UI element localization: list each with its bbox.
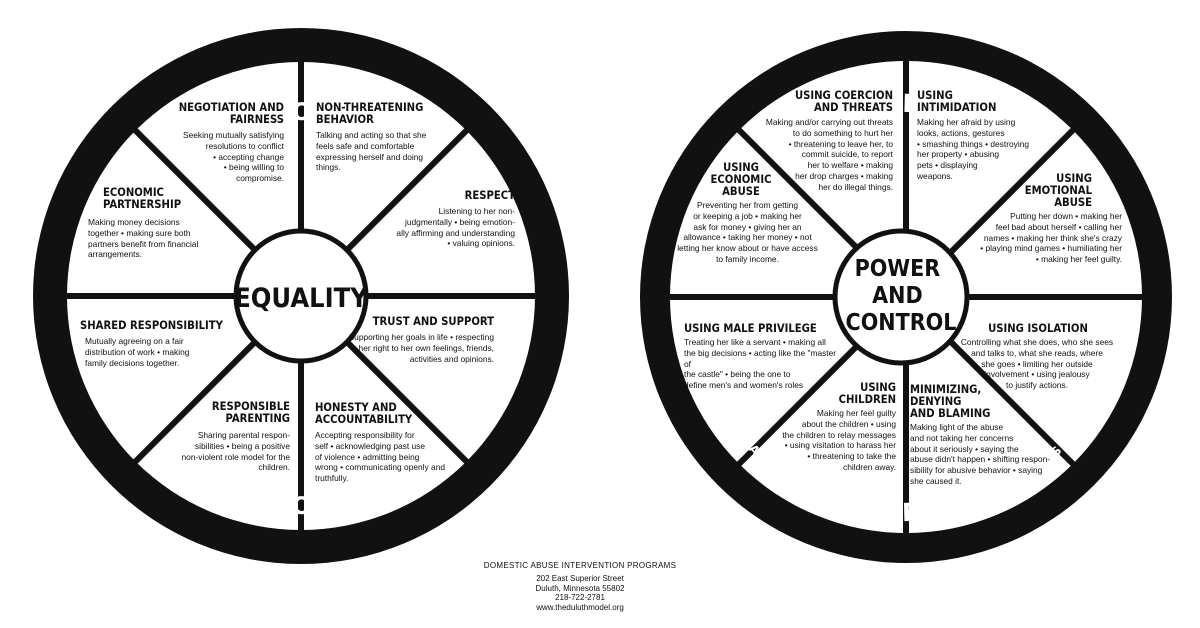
footer-website-link[interactable]: www.theduluthmodel.org bbox=[536, 602, 624, 612]
segment-body-economic-partnership: Making money decisions together • making… bbox=[88, 217, 199, 260]
segment-title-using-male-privilege: USING MALE PRIVILEGE bbox=[684, 322, 817, 335]
segment-body-minimizing-denying-blaming: Making light of the abuse and not taking… bbox=[910, 422, 1051, 486]
power-control-center-label: POWER AND CONTROL bbox=[846, 256, 957, 336]
footer-contact: DOMESTIC ABUSE INTERVENTION PROGRAMS 202… bbox=[400, 561, 760, 612]
footer-org-name: DOMESTIC ABUSE INTERVENTION PROGRAMS bbox=[483, 561, 677, 570]
segment-title-respect: RESPECT bbox=[464, 189, 515, 202]
segment-body-respect: Listening to her non- judgmentally • bei… bbox=[396, 206, 515, 249]
segment-body-using-isolation: Controlling what she does, who she sees … bbox=[960, 337, 1114, 391]
equality-hub bbox=[233, 228, 369, 364]
footer-address-city: Duluth, Minnesota 55802 bbox=[535, 583, 625, 593]
segment-title-using-coercion-threats: USING COERCION AND THREATS bbox=[794, 89, 893, 114]
segment-title-minimizing-denying-blaming: MINIMIZING, DENYING AND BLAMING bbox=[910, 383, 991, 420]
segment-title-using-emotional-abuse: USING EMOTIONAL ABUSE bbox=[1024, 172, 1092, 209]
footer-phone: 218-722-2781 bbox=[555, 593, 605, 602]
segment-body-using-children: Making her feel guilty about the childre… bbox=[782, 408, 896, 472]
segment-title-trust-support: TRUST AND SUPPORT bbox=[372, 315, 494, 328]
segment-title-negotiation-fairness: NEGOTIATION AND FAIRNESS bbox=[178, 101, 284, 126]
power-control-hub bbox=[832, 228, 970, 366]
segment-body-using-intimidation: Making her afraid by using looks, action… bbox=[917, 117, 1030, 181]
segment-title-using-isolation: USING ISOLATION bbox=[988, 322, 1088, 335]
segment-body-responsible-parenting: Sharing parental respon- sibilities • be… bbox=[181, 430, 290, 473]
footer-address-street: 202 East Superior Street bbox=[536, 574, 624, 583]
equality-center-label: EQUALITY bbox=[234, 283, 368, 314]
segment-title-economic-partnership: ECONOMIC PARTNERSHIP bbox=[103, 186, 182, 211]
segment-title-non-threatening-behavior: NON-THREATENING BEHAVIOR bbox=[316, 101, 424, 126]
equality-wheel: EQUALITY NONVIOLENCE NONVIOLENCE bbox=[33, 28, 569, 564]
segment-title-using-intimidation: USING INTIMIDATION bbox=[917, 89, 997, 114]
segment-body-negotiation-fairness: Seeking mutually satisfying resolutions … bbox=[182, 130, 284, 184]
segment-body-using-economic-abuse: Preventing her from getting or keeping a… bbox=[677, 200, 818, 264]
power-control-wheel: POWER AND CONTROL VIOLENCE PHYSICAL SEXU… bbox=[640, 31, 1172, 563]
segment-title-using-children: USING CHILDREN bbox=[838, 381, 896, 406]
segment-title-honesty-accountability: HONESTY AND ACCOUNTABILITY bbox=[315, 401, 413, 426]
segment-body-using-emotional-abuse: Putting her down • making her feel bad a… bbox=[980, 211, 1122, 265]
segment-body-honesty-accountability: Accepting responsibility for self • ackn… bbox=[315, 430, 446, 484]
segment-title-shared-responsibility: SHARED RESPONSIBILITY bbox=[80, 319, 223, 332]
segment-body-using-male-privilege: Treating her like a servant • making all… bbox=[684, 337, 837, 391]
segment-title-responsible-parenting: RESPONSIBLE PARENTING bbox=[211, 400, 290, 425]
segment-body-using-coercion-threats: Making and/or carrying out threats to do… bbox=[765, 117, 893, 192]
segment-title-using-economic-abuse: USING ECONOMIC ABUSE bbox=[710, 161, 772, 198]
segment-body-non-threatening-behavior: Talking and acting so that she feels saf… bbox=[316, 130, 427, 173]
segment-body-trust-support: Supporting her goals in life • respectin… bbox=[348, 332, 494, 364]
segment-body-shared-responsibility: Mutually agreeing on a fair distribution… bbox=[85, 336, 190, 368]
